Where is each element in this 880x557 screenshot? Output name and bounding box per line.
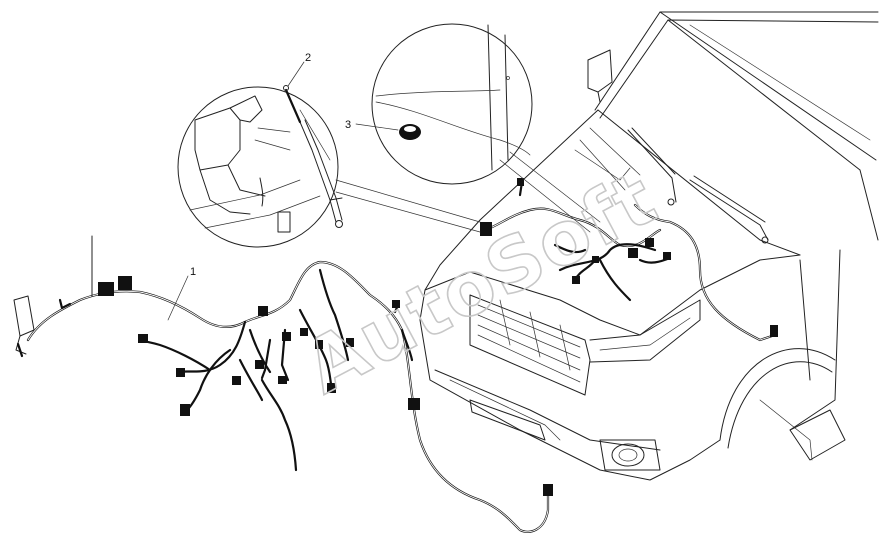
callout-3: 3 [345, 119, 399, 131]
engine-bay-harness [480, 178, 778, 342]
callout-3-label: 3 [345, 119, 351, 131]
callout-1: 1 [167, 266, 196, 321]
callout-2: 2 [287, 52, 311, 87]
detail-view-strut [177, 85, 481, 248]
harness-assembly [13, 235, 553, 533]
callout-1-label: 1 [190, 266, 196, 278]
vehicle-front [419, 11, 879, 481]
callout-2-label: 2 [305, 52, 311, 64]
detail-view-grommet [371, 23, 601, 233]
